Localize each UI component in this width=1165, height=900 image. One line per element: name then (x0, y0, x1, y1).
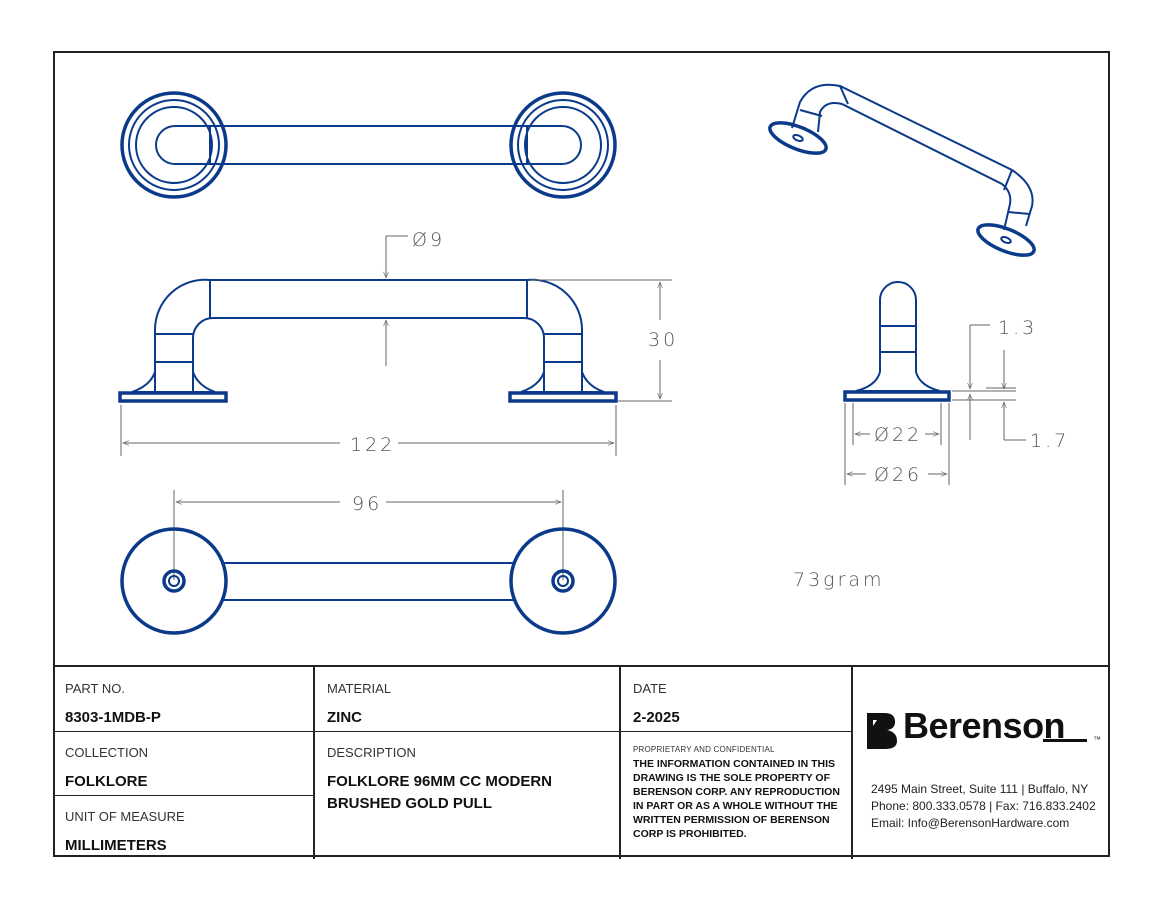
berenson-logo-text: Berenson (903, 705, 1066, 746)
confidential-heading: PROPRIETARY AND CONFIDENTIAL (633, 745, 775, 754)
collection-value: FOLKLORE (65, 773, 148, 790)
front-view: Ø9 30 122 (118, 229, 678, 456)
berenson-logo-mark (867, 713, 897, 749)
part-no-label: PART NO. (65, 681, 125, 696)
dim-inner-flange-diameter: Ø22 (874, 424, 922, 446)
part-no-value: 8303-1MDB-P (65, 709, 161, 726)
company-email: Email: Info@BerensonHardware.com (871, 816, 1070, 830)
bottom-view: 96 (120, 490, 617, 635)
date-label: DATE (633, 681, 667, 696)
confidential-cell: PROPRIETARY AND CONFIDENTIAL THE INFORMA… (621, 667, 851, 859)
trademark-symbol: ™ (1093, 735, 1101, 744)
dim-height: 30 (648, 329, 678, 351)
company-phone: Phone: 800.333.0578 | Fax: 716.833.2402 (871, 799, 1096, 813)
technical-drawing: Ø9 30 122 96 (118, 83, 1069, 635)
dim-flange-thickness: 1.3 (998, 317, 1037, 339)
logo-underline (1043, 739, 1087, 742)
material-cell: MATERIAL ZINC (315, 667, 619, 731)
collection-label: COLLECTION (65, 745, 149, 760)
unit-value: MILLIMETERS (65, 837, 167, 854)
collection-cell: COLLECTION FOLKLORE (53, 732, 313, 795)
description-label: DESCRIPTION (327, 745, 416, 760)
company-address: 2495 Main Street, Suite 111 | Buffalo, N… (871, 782, 1089, 796)
top-view (120, 91, 617, 199)
material-label: MATERIAL (327, 681, 392, 696)
dim-outer-flange-diameter: Ø26 (874, 464, 922, 486)
dim-base-thickness: 1.7 (1030, 430, 1069, 452)
unit-label: UNIT OF MEASURE (65, 809, 185, 824)
description-line2: BRUSHED GOLD PULL (327, 795, 492, 812)
date-cell: DATE 2-2025 (621, 667, 851, 731)
description-line1: FOLKLORE 96MM CC MODERN (327, 773, 552, 790)
part-no-cell: PART NO. 8303-1MDB-P (53, 667, 313, 731)
date-value: 2-2025 (633, 709, 680, 726)
material-value: ZINC (327, 709, 362, 726)
isometric-view (768, 83, 1036, 257)
unit-cell: UNIT OF MEASURE MILLIMETERS (53, 796, 313, 859)
dim-overall-length: 122 (350, 434, 395, 456)
dim-bar-diameter: Ø9 (412, 229, 445, 251)
weight-note: 73gram (793, 569, 885, 591)
dim-center-to-center: 96 (352, 493, 382, 515)
confidential-text: THE INFORMATION CONTAINED IN THIS DRAWIN… (633, 758, 840, 840)
title-block: PART NO. 8303-1MDB-P MATERIAL ZINC DATE … (53, 665, 1110, 859)
drawing-sheet (53, 51, 1110, 857)
side-view: 1.3 1.7 Ø22 Ø26 (843, 281, 1069, 486)
description-cell: DESCRIPTION FOLKLORE 96MM CC MODERN BRUS… (315, 732, 619, 859)
